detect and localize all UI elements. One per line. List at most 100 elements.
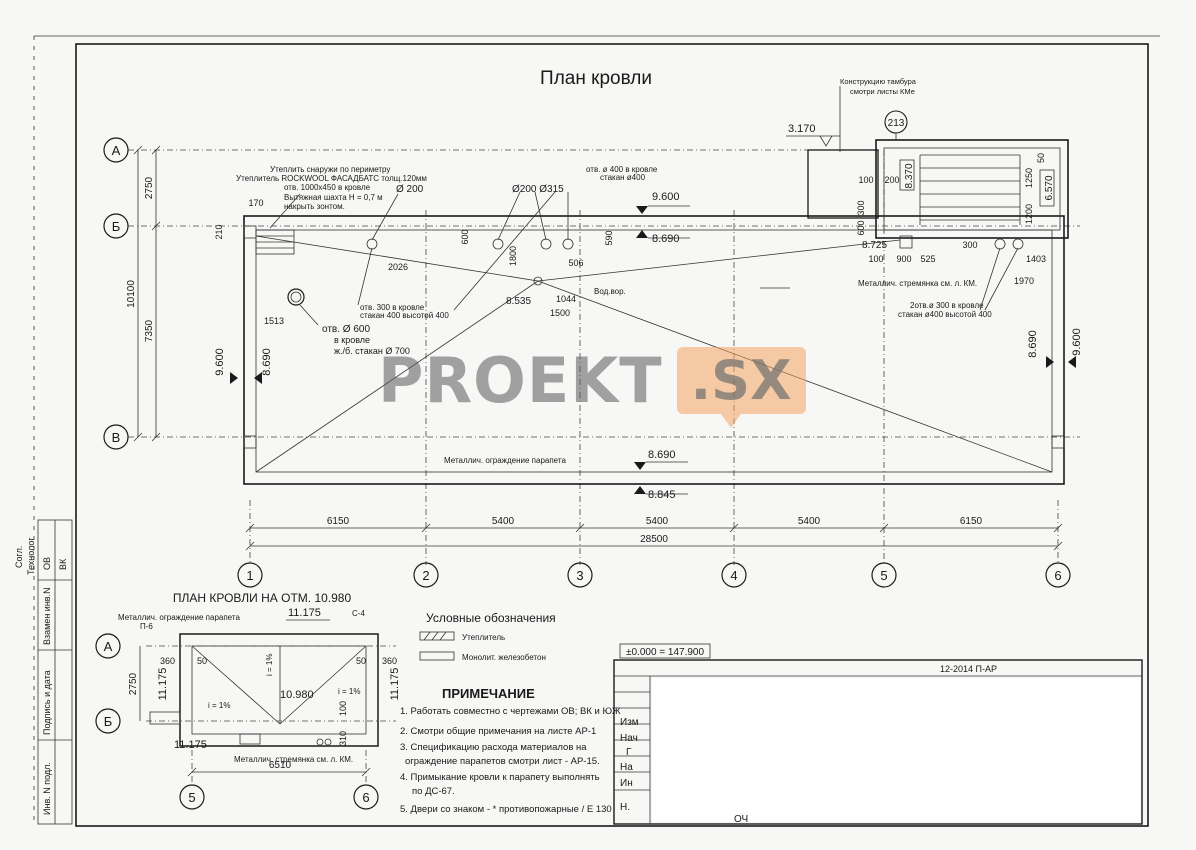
dim-300-b: 300 (962, 240, 977, 250)
strip-sogl: Согл. (14, 546, 24, 568)
small-row-axis-b: Б (95, 708, 121, 734)
stamp-row-izm: Изм (620, 717, 639, 728)
span-dimensions (245, 523, 1063, 551)
label-hole400: отв. ø 400 в кровле (586, 165, 658, 174)
level-8725: 8.725 (862, 240, 887, 251)
small-slope-right: i = 1% (338, 687, 360, 696)
dim-600-a: 600 (460, 229, 470, 244)
stamp-row-g: Г (626, 747, 632, 758)
small-roof-outline (139, 633, 396, 785)
label-d200-315: Ø200 Ø315 (512, 184, 564, 195)
label-in-roof: в кровле (334, 335, 370, 345)
small-label-ladder: Металлич. стремянка см. л. КМ. (234, 755, 353, 764)
col-axis-5: 5 (871, 562, 897, 588)
strip-vzamen: Взамен инв.N (42, 587, 52, 645)
svg-text:2: 2 (422, 568, 429, 583)
note-2: 2. Смотри общие примечания на листе АР-1 (400, 726, 596, 737)
level-3170: 3.170 (786, 123, 840, 147)
strip-vk: ВК (58, 558, 68, 570)
stamp-row-n: Н. (620, 802, 630, 813)
label-opening-1000: отв. 1000х450 в кровле (284, 183, 371, 192)
dim-1200: 1200 (1024, 204, 1034, 224)
level-8690-left: 8.690 (261, 348, 273, 376)
label-d200: Ø 200 (396, 184, 424, 195)
level-9600-right: 9.600 (1071, 328, 1083, 356)
small-col-axis-5: 5 (179, 784, 205, 810)
label-glass700: ж./б. стакан Ø 700 (334, 346, 410, 356)
small-plan-title: ПЛАН КРОВЛИ НА ОТМ. 10.980 (173, 591, 352, 605)
dim-left-bottom: 7350 (144, 319, 155, 342)
watermark-proekt: PROEKT (378, 344, 663, 417)
small-level-top: 11.175 (288, 607, 321, 619)
level-9600-a: 9.600 (636, 191, 690, 214)
dim-1250: 1250 (1024, 168, 1034, 188)
col-axis-2: 2 (413, 562, 439, 588)
strip-inv-podl: Инв. N подл. (42, 762, 52, 815)
small-dim-height: 2750 (128, 672, 139, 695)
dim-1403: 1403 (1026, 254, 1046, 264)
small-level-bottom: 11.175 (174, 739, 207, 751)
dim-left-outer: 10100 (126, 280, 137, 308)
svg-text:5: 5 (188, 790, 195, 805)
note-4b: по ДС-67. (412, 786, 455, 797)
notes-title: ПРИМЕЧАНИЕ (442, 686, 535, 701)
level-arrows-right (1046, 356, 1076, 368)
level-8370: 8.370 (904, 163, 915, 188)
roof-outline (243, 215, 1065, 485)
label-insulate: Утеплить снаружи по периметру (270, 165, 390, 174)
small-dim-310: 310 (338, 731, 348, 746)
level-8690-a: 8.690 (636, 230, 690, 245)
col-axis-1: 1 (237, 562, 263, 588)
dim-2026: 2026 (388, 262, 408, 272)
label-hole300: отв. 300 в кровле (360, 303, 425, 312)
watermark: PROEKT .SX (378, 344, 806, 428)
level-6570: 6.570 (1044, 175, 1055, 200)
dim-100: 100 (858, 175, 873, 185)
strip-signature-date: Подпись и дата (42, 670, 52, 735)
level-9600-left: 9.600 (214, 348, 226, 376)
small-label-parapet: Металлич. ограждение парапета (118, 613, 240, 622)
label-drum-2: смотри листы КМе (850, 87, 915, 96)
small-dim-360-left: 360 (160, 656, 175, 666)
side-strip: Инв. N подл. Подпись и дата Взамен инв.N… (14, 519, 73, 825)
level-8845: 8.845 (634, 486, 688, 501)
svg-text:3.170: 3.170 (788, 123, 816, 135)
note-1: 1. Работать совместно с чертежами ОВ; ВК… (400, 706, 621, 717)
dim-900: 900 (896, 254, 911, 264)
slope-lines (255, 235, 1053, 473)
label-glass400: стакан ø400 (600, 173, 646, 182)
small-level-10980: 10.980 (280, 689, 314, 701)
stair-mark: 213 (884, 110, 908, 140)
title-block (613, 643, 1143, 825)
stamp-level: ±0.000 = 147.900 (626, 647, 704, 658)
small-level-right: 11.175 (389, 668, 401, 701)
strip-technolog: Технолог (26, 537, 36, 575)
svg-text:А: А (104, 639, 113, 654)
svg-text:8.690: 8.690 (648, 449, 676, 461)
dim-210: 210 (214, 224, 224, 239)
span-4-5: 5400 (798, 516, 821, 527)
label-umbrella: накрыть зонтом. (284, 202, 345, 211)
dim-1500: 1500 (550, 308, 570, 318)
dim-200: 200 (884, 175, 899, 185)
small-dim-width: 6510 (269, 760, 292, 771)
dim-left-top: 2750 (144, 176, 155, 199)
col-axis-4: 4 (721, 562, 747, 588)
svg-text:А: А (112, 143, 121, 158)
span-3-4: 5400 (646, 516, 669, 527)
svg-text:8.690: 8.690 (652, 233, 680, 245)
svg-text:Б: Б (112, 219, 121, 234)
legend-concrete-swatch (419, 651, 455, 661)
svg-text:8.845: 8.845 (648, 489, 676, 501)
small-label-p6: П-6 (140, 622, 153, 631)
legend-title: Условные обозначения (426, 611, 556, 625)
svg-text:6: 6 (362, 790, 369, 805)
watermark-sx: .SX (676, 347, 806, 428)
leader-lines (269, 86, 1019, 326)
note-5: 5. Двери со знаком - * противопожарные /… (400, 804, 612, 815)
label-parapet: Металлич. ограждение парапета (444, 456, 566, 465)
label-two-holes: 2отв.ø 300 в кровле (910, 301, 984, 310)
svg-text:3: 3 (576, 568, 583, 583)
small-dim-50-left: 50 (197, 656, 207, 666)
label-shaft: Вытяжная шахта Н = 0,7 м (284, 193, 383, 202)
